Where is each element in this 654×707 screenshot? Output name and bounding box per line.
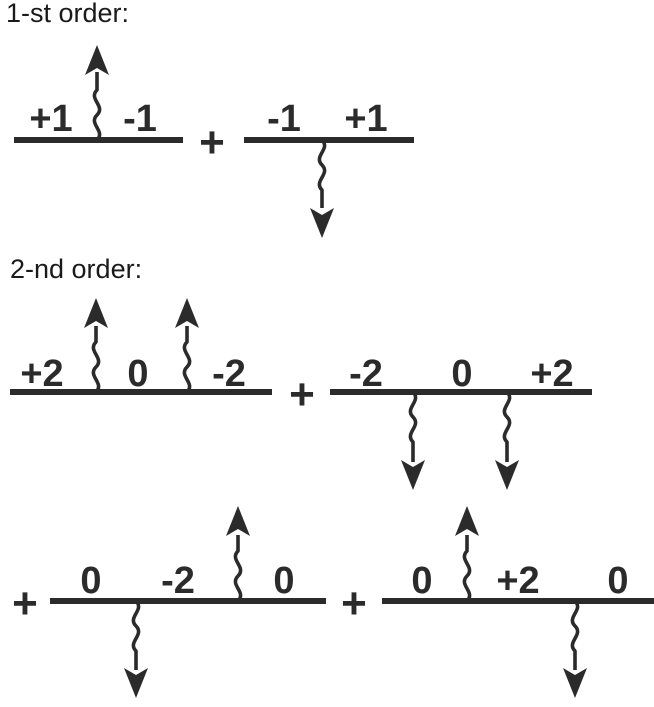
state-label: -1 — [123, 98, 157, 140]
diagram-first-order-absorption: -1 +1 — [244, 98, 414, 238]
photon-up — [85, 45, 109, 142]
diagram-first-order-emission: +1 -1 — [14, 45, 183, 143]
state-label: -2 — [212, 353, 246, 395]
state-label: -2 — [349, 353, 383, 395]
state-label: 0 — [607, 560, 628, 602]
plus-operator: + — [199, 118, 225, 167]
first-order-heading: 1-st order: — [6, 0, 129, 28]
state-label: +2 — [20, 353, 63, 395]
state-label: 0 — [411, 560, 432, 602]
state-label: +2 — [496, 560, 539, 602]
plus-operator: + — [341, 579, 367, 628]
diagram-second-order-double-emission: +2 0 -2 — [10, 298, 272, 395]
photon-up — [226, 506, 250, 603]
diagram-second-order-absorb-then-emit: 0 -2 0 — [50, 506, 326, 698]
state-label: 0 — [451, 353, 472, 395]
state-label: +2 — [530, 353, 573, 395]
diagram-second-order-emit-then-absorb: 0 +2 0 — [382, 506, 654, 698]
diagram-second-order-double-absorption: -2 0 +2 — [330, 353, 592, 490]
photon-down — [124, 599, 148, 698]
photon-down — [563, 599, 587, 698]
state-label: -2 — [161, 560, 195, 602]
state-label: -1 — [267, 98, 301, 140]
photon-down — [495, 390, 519, 490]
photon-up — [84, 298, 108, 394]
photon-down — [310, 138, 334, 238]
state-label: 0 — [127, 353, 148, 395]
state-label: +1 — [29, 98, 72, 140]
photon-up — [455, 506, 479, 603]
plus-operator: + — [12, 579, 38, 628]
state-label: +1 — [344, 98, 387, 140]
state-label: 0 — [273, 560, 294, 602]
second-order-heading: 2-nd order: — [10, 254, 142, 284]
state-label: 0 — [80, 560, 101, 602]
plus-operator: + — [289, 370, 315, 419]
photon-down — [401, 390, 425, 490]
photon-up — [175, 298, 199, 394]
